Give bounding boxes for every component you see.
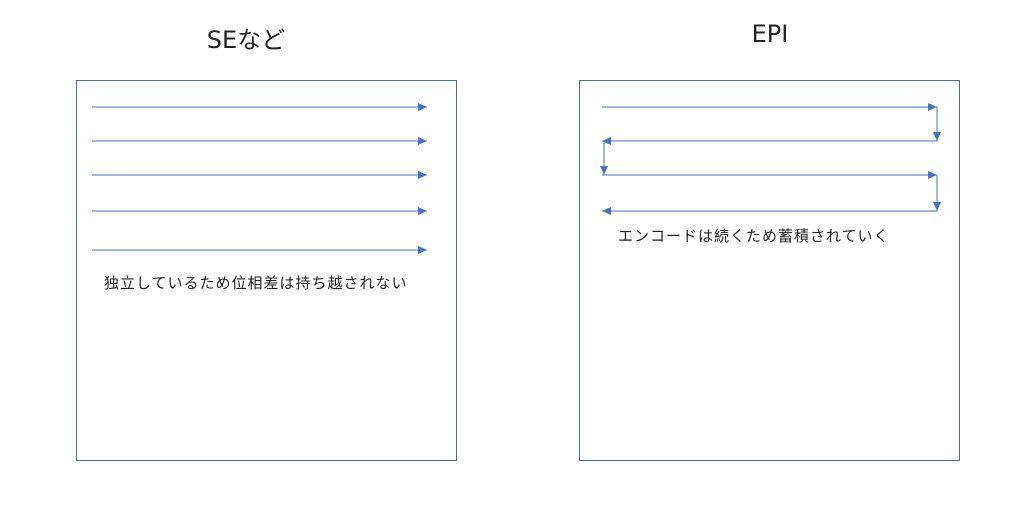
arrowhead-left-icon [602, 137, 611, 145]
arrowhead-right-icon [418, 207, 427, 215]
left-panel-caption: 独立しているため位相差は持ち越されない [104, 274, 408, 292]
arrowhead-down-icon [933, 132, 941, 141]
arrowhead-right-icon [418, 171, 427, 179]
arrowhead-right-icon [418, 246, 427, 254]
arrowhead-right-icon [418, 103, 427, 111]
arrowhead-left-icon [602, 207, 611, 215]
arrowhead-down-icon [933, 202, 941, 211]
arrowhead-right-icon [928, 103, 937, 111]
left-panel-title: SEなど [206, 26, 286, 54]
arrowhead-down-icon [600, 166, 608, 175]
right-panel-caption: エンコードは続くため蓄積されていく [618, 227, 890, 245]
left-panel [76, 80, 457, 461]
arrowhead-right-icon [928, 171, 937, 179]
arrowhead-right-icon [418, 137, 427, 145]
right-panel [579, 80, 960, 461]
right-panel-title: EPI [751, 20, 789, 48]
